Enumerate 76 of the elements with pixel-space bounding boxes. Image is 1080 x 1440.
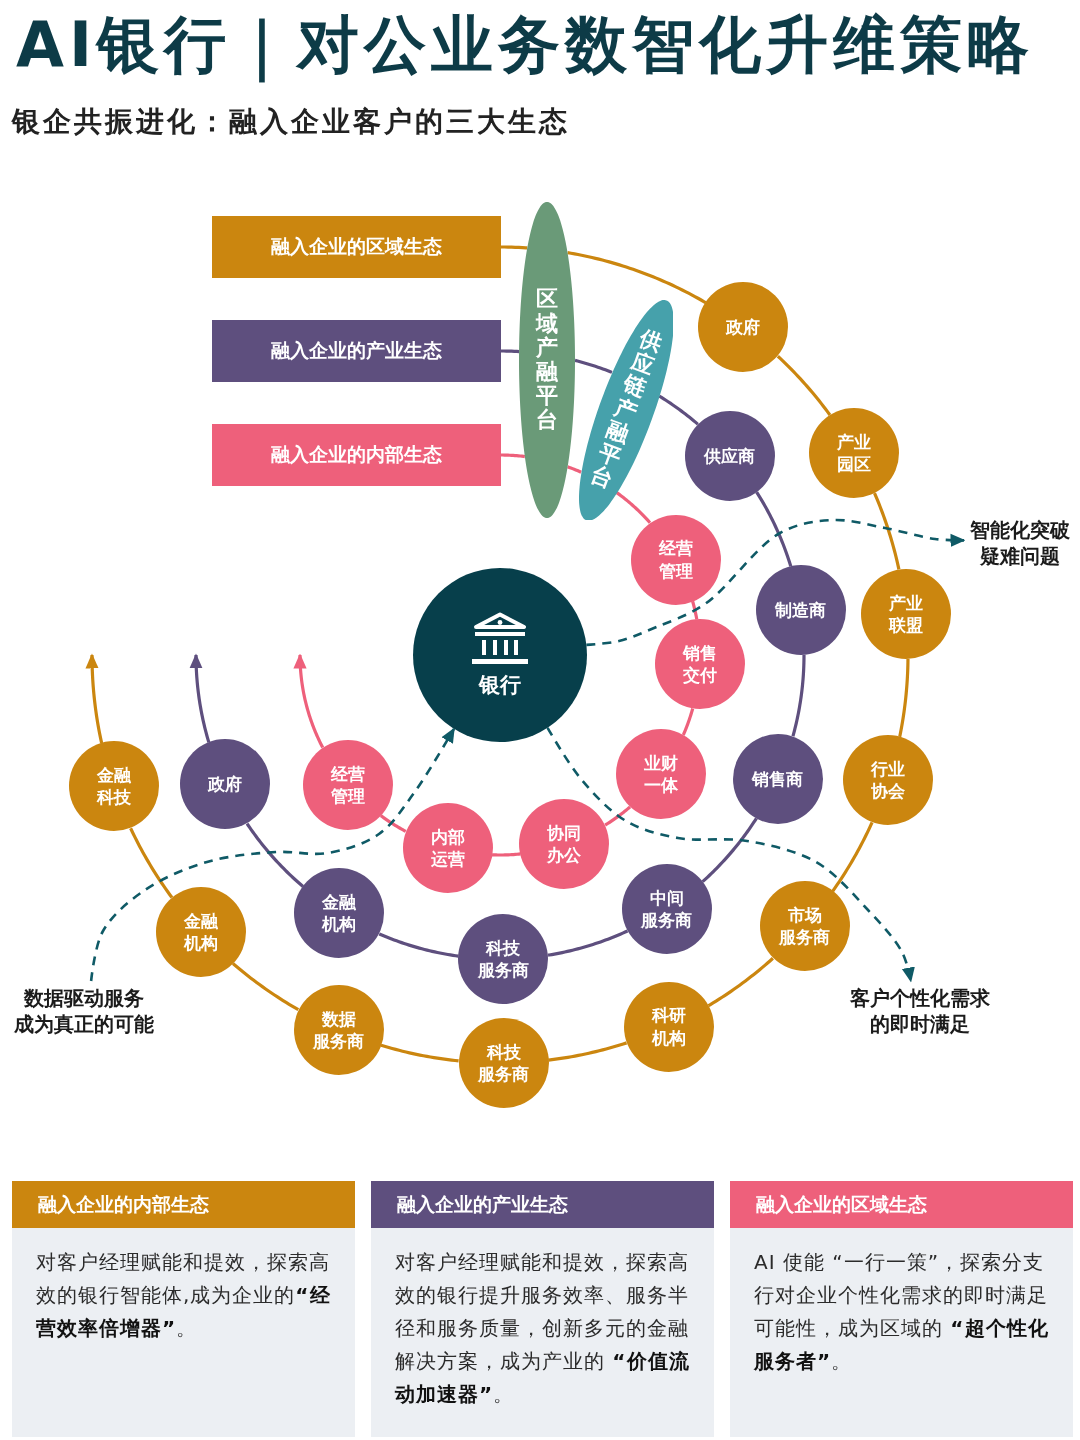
ecosystem-banner: 融入企业的产业生态 [212,320,501,382]
info-card [12,1181,355,1437]
connector-line [604,805,632,827]
entity-circle: 产业园区 [809,407,900,498]
connector-line [377,932,459,958]
connector-line [776,355,832,417]
card-header: 融入企业的内部生态 [12,1181,355,1228]
entity-circle: 经营管理 [630,514,721,605]
entity-circle: 销售商 [732,733,823,824]
entity-circle: 科技服务商 [458,913,549,1004]
entity-circle: 内部运营 [402,803,493,893]
connector-line [245,822,305,888]
connector-line [691,600,699,620]
dashed-arrow [546,727,915,983]
card-header: 融入企业的产业生态 [371,1181,714,1228]
arrow [293,653,325,749]
subtitle: 银企共振进化：融入企业客户的三大生态 [12,104,570,139]
callout-text: 智能化突破疑难问题 [968,517,1072,569]
connector-line [707,957,774,1008]
entity-circle: 政府 [698,282,789,373]
connector-line [755,491,793,567]
info-card [730,1181,1073,1437]
card-text: AI 使能 “一行一策”，探索分支行对企业个性化需求的即时满足可能性，成为区域的 “超个性化服务者”。 [754,1249,1050,1375]
connector-line [501,349,520,354]
arrow [85,653,104,744]
card-header: 融入企业的区域生态 [730,1181,1073,1228]
connector-line [500,453,526,459]
dashed-arrow [586,518,966,647]
entity-circle: 科研机构 [623,981,714,1072]
node-label: 银行 [479,673,521,699]
entity-circle: 经营管理 [302,739,393,830]
entity-circle: 金融机构 [155,887,246,978]
entity-circle: 销售交付 [654,619,745,710]
connector-line [701,817,758,883]
connector-line [231,962,300,1012]
entity-circle: 金融机构 [294,868,385,959]
info-card [371,1181,714,1437]
callout-text: 数据驱动服务成为真正的可能 [12,985,156,1037]
connector-line [681,708,695,737]
entity-circle: 制造商 [755,565,846,656]
entity-circle: 科技服务商 [458,1018,549,1108]
entity-circle: 金融科技 [68,741,159,832]
entity-circle: 市场服务商 [759,881,850,972]
card-text: 对客户经理赋能和提效，探索高效的银行提升服务效率、服务半径和服务质量，创新多元的金融解决方案，成为产业的 “价值流动加速器”。 [395,1249,691,1408]
connector-line [567,465,583,474]
connector-line [873,492,901,570]
card-text: 对客户经理赋能和提效，探索高效的银行智能体,成为企业的“经营效率倍增器”。 [36,1249,332,1342]
connector-line [379,814,407,833]
platform-ellipse: 区域产融平台 [519,202,575,518]
entity-circle: 协同办公 [519,799,610,890]
connector-line [615,491,652,524]
connector-line [491,852,521,857]
connector-line [898,658,910,739]
entity-circle: 政府 [179,739,270,830]
entity-circle: 供应商 [684,410,775,501]
entity-circle: 行业协会 [843,735,934,826]
arrow [189,653,211,743]
ecosystem-banner: 融入企业的内部生态 [212,424,501,486]
entity-circle: 产业联盟 [860,568,951,659]
connector-line [129,827,174,899]
connector-line [548,1041,628,1062]
ecosystem-banner: 融入企业的区域生态 [212,216,501,278]
entity-circle: 业财一体 [615,728,706,819]
page-title: AI银行｜对公业务数智化升维策略 [16,8,1035,83]
connector-line [547,929,629,957]
connector-line [380,1043,459,1063]
connector-line [831,821,874,893]
entity-circle: 中间服务商 [621,864,712,955]
connector-line [567,251,707,305]
callout-text: 客户个性化需求的即时满足 [848,985,992,1037]
connector-line [501,245,528,250]
connector-line [791,654,806,738]
connector-line [574,358,613,374]
connector-line [658,394,700,426]
dashed-arrow [89,727,456,982]
entity-circle: 数据服务商 [293,984,384,1075]
